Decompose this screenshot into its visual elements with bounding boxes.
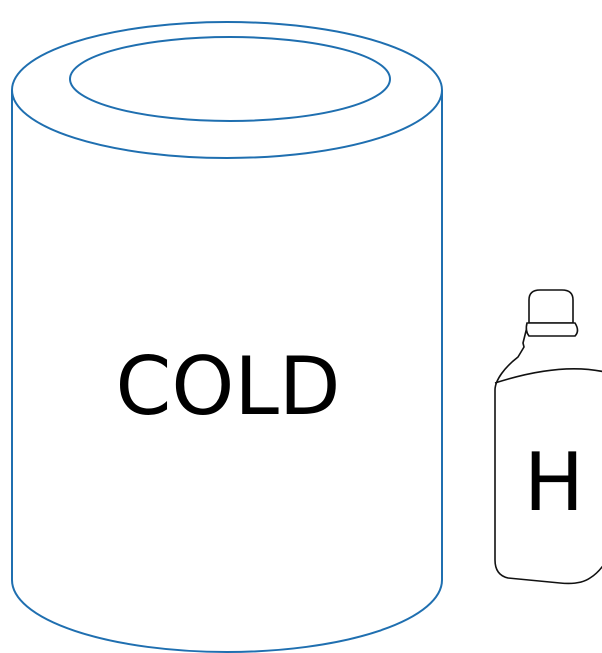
bottle-label: H: [524, 436, 584, 529]
container-label: COLD: [116, 340, 341, 433]
bottle: H: [495, 290, 602, 583]
bottle-shoulder-line: [495, 369, 602, 383]
cold-container: COLD: [12, 22, 442, 652]
bottle-cap: [529, 290, 573, 323]
bottle-cap-ring: [526, 323, 577, 336]
